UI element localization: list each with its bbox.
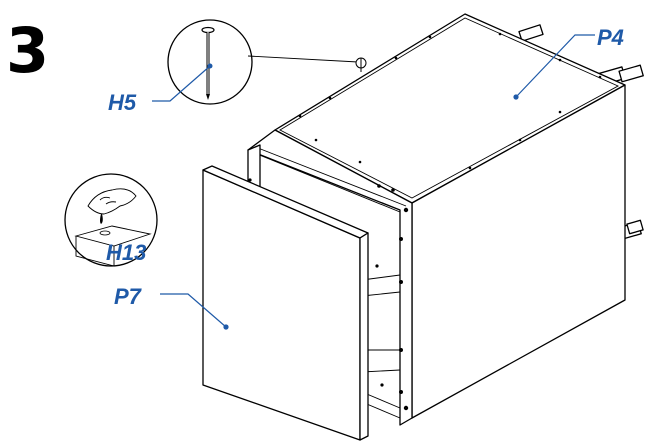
glue-bottle-icon (74, 188, 152, 267)
top-edge-nails (298, 32, 602, 170)
top-panel-callout: P4 (513, 25, 624, 100)
label-nail: H5 (108, 90, 137, 115)
label-top-panel: P4 (597, 25, 624, 50)
step-number: 3 (6, 14, 49, 87)
nail-icon (201, 26, 215, 100)
nail-detail-callout: H5 (108, 19, 367, 115)
label-front-panel: P7 (114, 284, 143, 309)
glue-detail-callout: H13 (64, 173, 158, 267)
front-panel-callout: P7 (114, 284, 229, 330)
nail-head-marker (355, 57, 367, 72)
front-panel (202, 165, 369, 441)
label-glue: H13 (106, 240, 146, 265)
front-edge-screws (248, 178, 409, 411)
